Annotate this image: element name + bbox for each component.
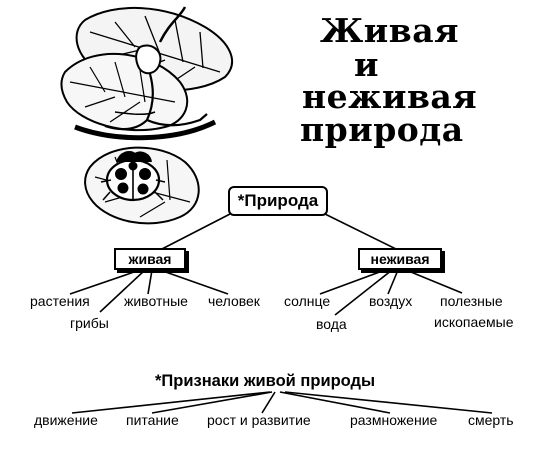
nonliving-item-minerals-line2: ископаемые [434,314,514,330]
nonliving-item-sun: солнце [284,293,331,309]
sign-item-movement: движение [34,412,98,428]
living-item-animals: животные [124,293,188,309]
sign-item-growth: рост и развитие [207,412,311,428]
leaf-fairy-illustration [60,6,234,225]
nonliving-item-minerals-line1: полезные [440,293,503,309]
living-item-fungi: грибы [70,315,109,331]
title-line-1: Живая [320,11,459,50]
title-line-3: неживая [302,77,478,116]
living-item-plants: растения [30,293,90,309]
node-living: живая [114,248,186,270]
sign-item-nutrition: питание [126,412,179,428]
signs-heading: *Признаки живой природы [155,372,376,390]
nonliving-item-air: воздух [369,293,413,309]
sign-item-reproduction: размножение [350,412,438,428]
title-line-4: природа [300,110,464,149]
sign-item-death: смерть [468,412,514,428]
root-node-nature: *Природа [228,186,328,216]
title-line-2: и [354,45,379,84]
living-item-human: человек [208,293,260,309]
nonliving-item-water: вода [316,316,347,332]
node-nonliving: неживая [358,248,442,270]
